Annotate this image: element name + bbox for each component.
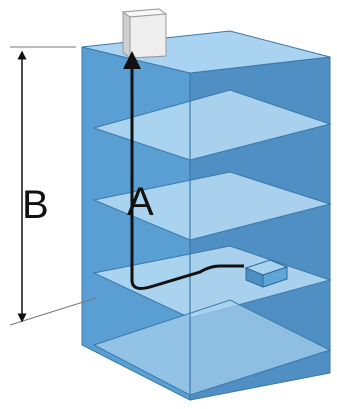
equipment-box-icon bbox=[244, 259, 289, 288]
rooftop-unit-icon bbox=[121, 8, 168, 60]
floor-plate-2 bbox=[92, 171, 332, 241]
floor-plate-1 bbox=[92, 89, 332, 161]
path-label: A bbox=[127, 180, 154, 224]
floor-plate-base bbox=[92, 299, 332, 396]
height-label: B bbox=[22, 183, 49, 227]
riser-path-arrow bbox=[123, 51, 244, 290]
